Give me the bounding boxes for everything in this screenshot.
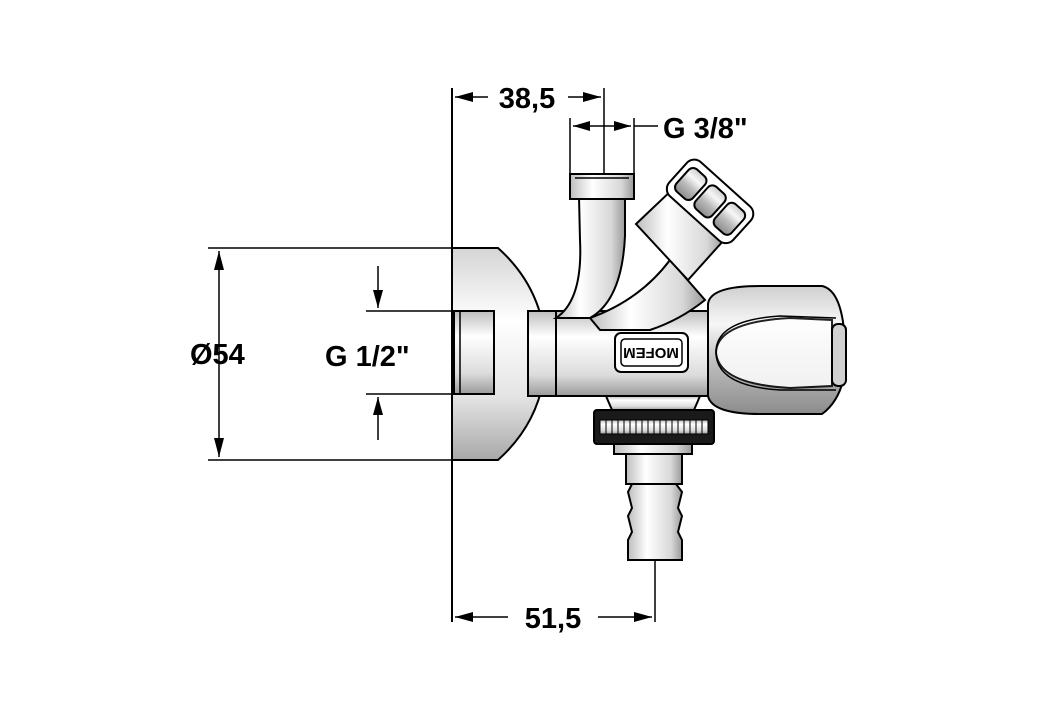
brand-label: MOFEM [623,344,679,361]
connector-base [613,443,693,455]
dimension-bottom-offset: 51,5 [455,560,656,635]
dim-label-top-thread: G 3/8" [663,113,748,145]
hose-barb [626,483,684,561]
dimension-diameter: Ø54 [190,247,498,461]
dim-label-bottom-offset: 51,5 [525,603,581,635]
valve-body: MOFEM [451,158,848,561]
lower-neck [604,395,702,411]
brand-plate [614,332,689,373]
angled-cap [665,158,755,245]
vertical-branch [552,196,626,319]
dim-label-top-offset: 38,5 [499,83,555,115]
dimension-top-thread: G 3/8" [569,113,748,175]
dim-label-diameter: Ø54 [190,339,245,371]
connector-hex [625,453,683,485]
dim-label-inlet-thread: G 1/2" [325,341,410,373]
dimension-inlet-thread: G 1/2" [325,266,455,440]
handwheel-cap [831,323,847,387]
